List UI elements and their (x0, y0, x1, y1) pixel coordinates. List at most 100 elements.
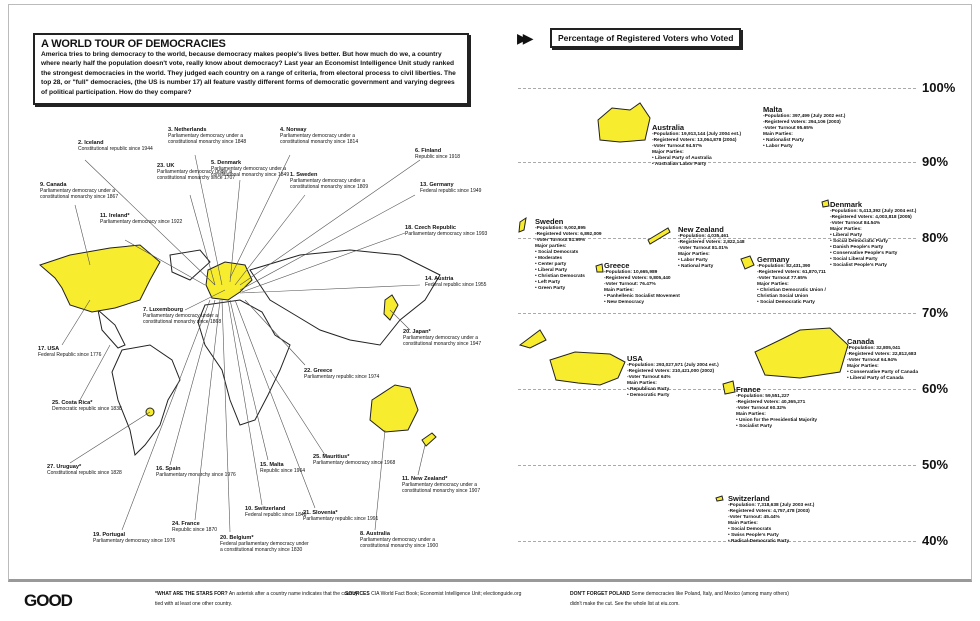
country-stat: -Population: 19,913,144 (July 2004 est.) (652, 132, 742, 137)
greenland-outline (169, 249, 211, 281)
country-entry: France-Population: 59,551,227-Registered… (736, 386, 817, 430)
map-label-desc: Federal republic since 1955 (425, 282, 487, 289)
country-name: Australia (652, 123, 685, 132)
map-label-desc: Parliamentary democracy under a constitu… (143, 313, 222, 326)
country-entry: Canada-Population: 32,805,041-Registered… (847, 338, 918, 382)
country-stat: -Population: 293,027,571 (July 2004 est.… (627, 363, 719, 368)
map-label-desc: Constitutional republic since 1944 (78, 146, 153, 153)
country-stat: • Republican Party (627, 387, 670, 392)
map-label-desc: Parliamentary democracy since 1976 (93, 538, 176, 545)
country-stat: Main Parties: (763, 132, 793, 137)
central-america-outline (97, 308, 126, 349)
country-name: Switzerland (728, 494, 770, 503)
intro-body: America tries to bring democracy to the … (41, 51, 456, 96)
country-stat: -Registered Voters: 294,106 (2003) (763, 120, 841, 125)
footnote-poland: DON'T FORGET POLAND Some democracies lik… (570, 589, 800, 609)
country-stat: Christian Social Union (757, 294, 809, 299)
country-stat: • Conservative Party of Canada (847, 370, 918, 375)
map-label-name: 2. Iceland (78, 140, 104, 146)
map-label-name: 1. Sweden (290, 172, 318, 178)
map-label-name: 16. Spain (156, 466, 181, 472)
denmark-shape (821, 199, 830, 208)
map-label-desc: Parliamentary republic since 1991 (303, 516, 379, 523)
map-label-desc: Parliamentary democracy under a constitu… (290, 178, 369, 191)
country-stat: -Registered Voters: 40,365,271 (736, 400, 806, 405)
country-stat: -Population: 32,805,041 (847, 346, 901, 351)
map-label-name: 14. Austria (425, 276, 454, 282)
country-entry: New Zealand-Population: 4,035,461-Regist… (678, 226, 745, 270)
country-stat: • Danish People's Party (830, 245, 884, 250)
map-label-name: 11. Ireland* (100, 213, 130, 219)
map-label-desc: Parliamentary democracy since 1968 (313, 460, 396, 467)
alaska-shape (518, 329, 547, 349)
australia-shape (597, 102, 651, 143)
map-label-name: 7. Luxembourg (143, 307, 184, 313)
map-label-desc: Parliamentary republic since 1974 (304, 374, 380, 381)
country-entry: Australia-Population: 19,913,144 (July 2… (652, 124, 741, 168)
country-name: USA (627, 354, 643, 363)
country-stat: Main Parties: (728, 521, 758, 526)
country-stat: • Social Liberal Party (830, 257, 878, 262)
map-label-name: 9. Canada (40, 182, 67, 188)
south-america-outline (111, 344, 181, 457)
new-zealand-shape (421, 432, 437, 447)
country-name: New Zealand (678, 225, 724, 234)
country-name: Denmark (830, 200, 863, 209)
map-label-name: 3. Netherlands (168, 127, 207, 133)
country-stat: • Social Democrats (728, 527, 772, 532)
map-label-desc: Parliamentary democracy under a constitu… (402, 482, 481, 495)
country-stat: -Registered Voters: 210,421,000 (2002) (627, 369, 715, 374)
good-logo: GOOD (24, 591, 73, 610)
gridline (518, 162, 916, 163)
map-label-name: 20. Japan* (403, 329, 431, 335)
japan-shape (383, 294, 399, 321)
country-stat: -Voter Turnout 95.65% (763, 126, 814, 131)
turnout-shapes (518, 102, 849, 502)
map-label-name: 25. Mauritius* (313, 454, 350, 460)
usa-shape (549, 351, 626, 386)
country-stat: • Christian Democrats (535, 274, 585, 279)
country-stat: Main Parties: (627, 381, 657, 386)
map-label-desc: Constitutional republic since 1828 (47, 470, 122, 477)
country-stat: -Voter Turnout 77.65% (757, 276, 808, 281)
country-stat: • Liberal Party (535, 268, 568, 273)
country-name: Greece (604, 261, 630, 270)
map-label-desc: Parliamentary democracy under a constitu… (403, 335, 482, 348)
country-stat: Major Parties: (830, 227, 862, 232)
country-stat: -Voter Turnout 60.32% (736, 406, 787, 411)
country-stat: • Conservative People's Party (830, 251, 898, 256)
footnote-poland-body: Some democracies like Poland, Italy, and… (570, 591, 789, 607)
country-stat: Major Parties: (757, 282, 789, 287)
country-name: Canada (847, 337, 875, 346)
map-label: 21. Slovenia*Parliamentary republic sinc… (303, 510, 395, 522)
sweden-shape (518, 216, 527, 233)
country-stat: -Population: 10,665,989 (604, 270, 658, 275)
country-stat: Major Parties: (678, 252, 710, 257)
leader-lines (61, 154, 426, 533)
footnote-poland-head: DON'T FORGET POLAND (570, 591, 631, 597)
gridline (518, 88, 916, 89)
country-stat: -Population: 59,551,227 (736, 394, 790, 399)
country-name: Sweden (535, 217, 564, 226)
country-stat: -Registered Voters: 6,892,009 (535, 232, 602, 237)
map-label-desc: Democratic republic since 1838 (52, 406, 122, 413)
country-stat: • Socialist People's Party (830, 263, 887, 268)
map-label-name: 22. Greece (304, 368, 333, 374)
map-label-desc: Parliamentary democracy under a constitu… (157, 169, 236, 182)
footnote-sources-head: SOURCES (345, 591, 370, 597)
map-label-desc: Parliamentary democracy under a constitu… (168, 133, 247, 146)
country-stat: -Voter Turnout 81.99% (535, 238, 586, 243)
map-label-name: 8. Australia (360, 531, 390, 537)
country-stat: -Population: 7,318,638 (July 2003 est.) (728, 503, 815, 508)
footnote-stars-body: An asterisk after a country name indicat… (155, 591, 358, 607)
gridline (518, 465, 916, 466)
